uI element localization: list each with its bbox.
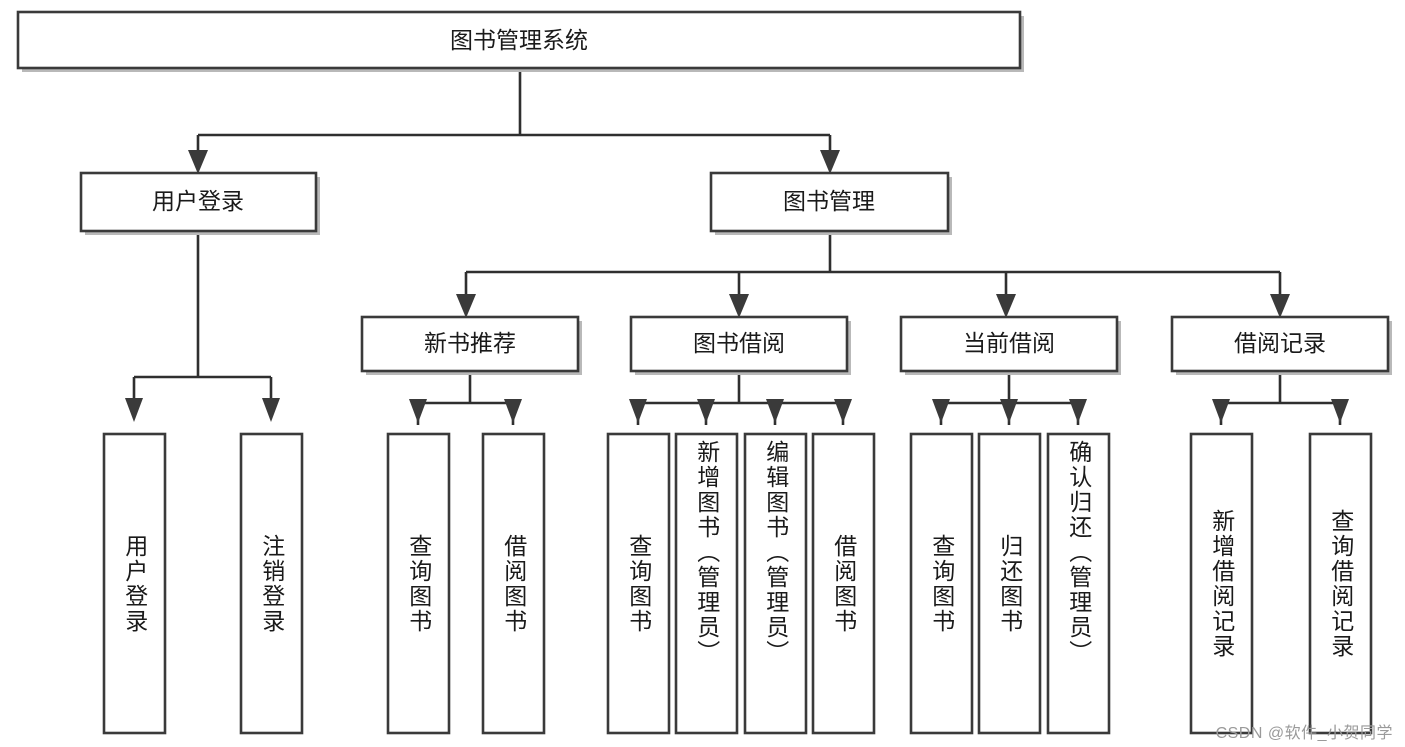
- node-borrow-record[interactable]: 借阅记录: [1170, 315, 1392, 375]
- node-new-book-rec[interactable]: 新书推荐: [360, 315, 582, 375]
- arrowhead-leaf-add-book: [697, 399, 715, 423]
- leaf-box-query-book-current[interactable]: [909, 432, 974, 735]
- node-root-label: 图书管理系统: [450, 27, 588, 53]
- node-layer: 图书管理系统 用户登录 图书管理 新书推荐: [16, 10, 1392, 735]
- arrowhead-user-login: [188, 150, 208, 174]
- node-book-manage-label: 图书管理: [783, 188, 875, 214]
- arrowhead-book-manage: [820, 150, 840, 174]
- leaf-box-user-logout[interactable]: [239, 432, 304, 735]
- arrowhead-leaf-query-record: [1331, 399, 1349, 423]
- node-root[interactable]: 图书管理系统: [16, 10, 1024, 72]
- arrowhead-borrow-record: [1270, 294, 1290, 318]
- arrowhead-leaf-query-book-current: [932, 399, 950, 423]
- arrowhead-leaf-borrow-book-rec: [504, 399, 522, 423]
- leaf-box-return-book[interactable]: [977, 432, 1042, 735]
- arrowhead-leaf-add-record: [1212, 399, 1230, 423]
- leaf-box-query-record[interactable]: [1308, 432, 1373, 735]
- csdn-watermark: CSDN @软件_小贺同学: [1215, 725, 1393, 742]
- leaf-box-borrow-book[interactable]: [811, 432, 876, 735]
- node-new-book-rec-box: [360, 315, 580, 373]
- arrowhead-current-borrow: [996, 294, 1016, 318]
- arrowhead-leaf-edit-book: [766, 399, 784, 423]
- node-borrow-record-label: 借阅记录: [1234, 330, 1326, 356]
- arrowhead-leaf-user-logout: [262, 398, 280, 422]
- leaf-box-query-book-rec[interactable]: [386, 432, 451, 735]
- arrowhead-leaf-return-book: [1000, 399, 1018, 423]
- node-current-borrow[interactable]: 当前借阅: [899, 315, 1121, 375]
- node-current-borrow-label: 当前借阅: [963, 330, 1055, 356]
- leaf-box-confirm-return[interactable]: [1046, 432, 1111, 735]
- leaf-box-add-record[interactable]: [1189, 432, 1254, 735]
- node-borrow-record-box: [1170, 315, 1390, 373]
- node-book-borrow-box: [629, 315, 849, 373]
- arrowhead-leaf-query-book-rec: [409, 399, 427, 423]
- arrowhead-leaf-borrow-book: [834, 399, 852, 423]
- leaf-box-add-book[interactable]: [674, 432, 739, 735]
- node-book-borrow[interactable]: 图书借阅: [629, 315, 851, 375]
- arrowhead-leaf-user-login: [125, 398, 143, 422]
- arrowhead-leaf-query-book-borrow: [629, 399, 647, 423]
- arrowhead-new-book-rec: [456, 294, 476, 318]
- node-book-manage[interactable]: 图书管理: [709, 171, 952, 235]
- leaf-box-layer: [102, 432, 1373, 735]
- node-new-book-rec-label: 新书推荐: [424, 330, 516, 356]
- node-current-borrow-box: [899, 315, 1119, 373]
- node-root-box: [16, 10, 1022, 70]
- node-user-login[interactable]: 用户登录: [79, 171, 320, 235]
- arrowhead-book-borrow: [729, 294, 749, 318]
- leaf-box-user-login[interactable]: [102, 432, 167, 735]
- leaf-box-edit-book[interactable]: [743, 432, 808, 735]
- node-user-login-label: 用户登录: [152, 188, 244, 214]
- node-user-login-box: [79, 171, 318, 233]
- node-book-borrow-label: 图书借阅: [693, 330, 785, 356]
- arrowhead-layer: [125, 150, 1349, 423]
- node-book-manage-box: [709, 171, 950, 233]
- leaf-box-borrow-book-rec[interactable]: [481, 432, 546, 735]
- leaf-box-query-book-borrow[interactable]: [606, 432, 671, 735]
- arrowhead-leaf-confirm-return: [1069, 399, 1087, 423]
